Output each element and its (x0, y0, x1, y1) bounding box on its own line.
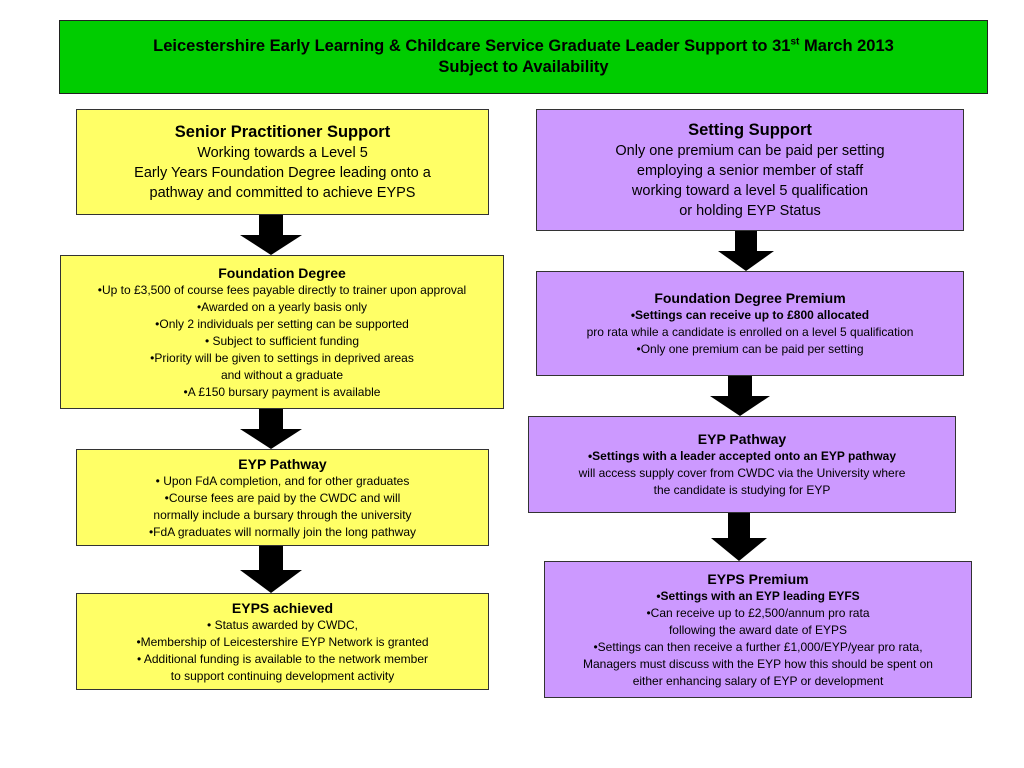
box-line: • Subject to sufficient funding (204, 333, 360, 348)
box-line: •A £150 bursary payment is available (183, 384, 381, 399)
box-line: and without a graduate (220, 367, 344, 382)
box-line: •Course fees are paid by the CWDC and wi… (164, 490, 401, 505)
foundation-degree-premium-box: Foundation Degree Premium •Settings can … (536, 271, 964, 376)
box-line: •Awarded on a yearly basis only (196, 299, 368, 314)
box-line: normally include a bursary through the u… (153, 507, 412, 522)
eyps-achieved-title: EYPS achieved (231, 599, 334, 616)
box-line: Only one premium can be paid per setting (615, 143, 885, 159)
box-line: •Only one premium can be paid per settin… (636, 342, 864, 356)
eyp-pathway-right-title: EYP Pathway (697, 431, 787, 447)
box-line: • Status awarded by CWDC, (207, 617, 358, 632)
down-arrow-icon (240, 409, 302, 449)
box-line: pathway and committed to achieve EYPS (149, 185, 416, 201)
down-arrow-icon (710, 376, 770, 416)
box-line: •Settings can receive up to £800 allocat… (630, 308, 870, 322)
down-arrow-icon (240, 215, 302, 255)
box-line: to support continuing development activi… (170, 668, 395, 683)
box-line: •Settings can then receive a further £1,… (593, 639, 923, 654)
eyp-pathway-left-title: EYP Pathway (238, 455, 327, 472)
down-arrow-icon (718, 231, 774, 271)
box-line: •Up to £3,500 of course fees payable dir… (97, 282, 467, 297)
setting-support-title: Setting Support (688, 121, 812, 139)
box-line: following the award date of EYPS (668, 622, 848, 637)
eyps-premium-title: EYPS Premium (707, 570, 809, 587)
box-line: either enhancing salary of EYP or develo… (632, 673, 884, 688)
foundation-degree-box: Foundation Degree •Up to £3,500 of cours… (60, 255, 504, 409)
box-line: Early Years Foundation Degree leading on… (134, 165, 431, 181)
box-line: • Upon FdA completion, and for other gra… (155, 473, 410, 488)
header-title: Leicestershire Early Learning & Childcar… (153, 36, 894, 55)
box-line: •FdA graduates will normally join the lo… (148, 524, 416, 539)
box-line: Working towards a Level 5 (197, 145, 368, 161)
senior-practitioner-title: Senior Practitioner Support (174, 123, 391, 141)
down-arrow-icon (240, 546, 302, 593)
box-line: or holding EYP Status (679, 203, 821, 219)
box-line: will access supply cover from CWDC via t… (578, 466, 906, 480)
box-line: the candidate is studying for EYP (653, 483, 831, 497)
box-line: •Settings with an EYP leading EYFS (656, 588, 860, 603)
setting-support-box: Setting Support Only one premium can be … (536, 109, 964, 231)
box-line: • Additional funding is available to the… (136, 651, 429, 666)
eyp-pathway-right-box: EYP Pathway •Settings with a leader acce… (528, 416, 956, 513)
box-line: employing a senior member of staff (636, 163, 864, 179)
box-line: •Only 2 individuals per setting can be s… (155, 316, 409, 331)
box-line: pro rata while a candidate is enrolled o… (586, 325, 914, 339)
foundation-degree-premium-title: Foundation Degree Premium (654, 290, 846, 306)
senior-practitioner-box: Senior Practitioner Support Working towa… (76, 109, 489, 215)
foundation-degree-title: Foundation Degree (218, 264, 346, 281)
box-line: working toward a level 5 qualification (631, 183, 869, 199)
box-line: •Priority will be given to settings in d… (150, 350, 414, 365)
header-banner: Leicestershire Early Learning & Childcar… (59, 20, 988, 94)
header-subtitle: Subject to Availability (438, 58, 609, 76)
down-arrow-icon (711, 513, 767, 561)
eyps-premium-box: EYPS Premium •Settings with an EYP leadi… (544, 561, 972, 698)
box-line: •Can receive up to £2,500/annum pro rata (646, 605, 870, 620)
box-line: Managers must discuss with the EYP how t… (583, 656, 933, 671)
box-line: •Membership of Leicestershire EYP Networ… (136, 634, 429, 649)
eyp-pathway-left-box: EYP Pathway • Upon FdA completion, and f… (76, 449, 489, 546)
eyps-achieved-box: EYPS achieved • Status awarded by CWDC, … (76, 593, 489, 690)
box-line: •Settings with a leader accepted onto an… (587, 449, 897, 463)
